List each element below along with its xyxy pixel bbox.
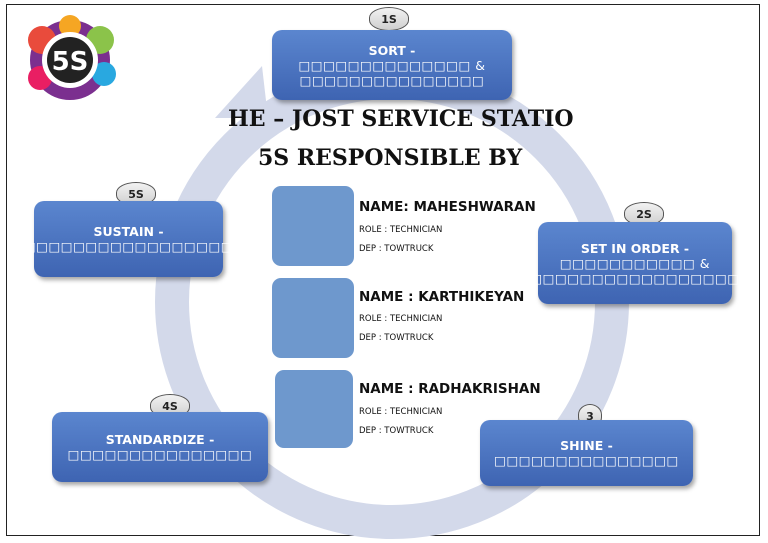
step-shine: SHINE - □□□□□□□□□□□□□□□ xyxy=(480,420,693,486)
person-name-2: NAME : KARTHIKEYAN xyxy=(359,289,525,305)
person-photo-1 xyxy=(272,186,354,266)
step-sustain: SUSTAIN - □□□□□□□□□□□□□□□□□ xyxy=(24,201,233,277)
logo-text: 5S xyxy=(52,47,89,77)
tag-1s: 1S xyxy=(369,7,409,31)
person-dep-3: DEP : TOWTRUCK xyxy=(359,426,434,436)
person-role-2: ROLE : TECHNICIAN xyxy=(359,314,443,324)
step-set-in-order-subtext-2: □□□□□□□□□□□□□□□□□ xyxy=(530,270,740,286)
step-sort: SORT - □□□□□□□□□□□□□□ & □□□□□□□□□□□□□□□ xyxy=(272,30,512,100)
step-sustain-subtext: □□□□□□□□□□□□□□□□□ xyxy=(23,239,234,254)
step-shine-subtext: □□□□□□□□□□□□□□□ xyxy=(494,453,679,468)
person-dep-2: DEP : TOWTRUCK xyxy=(359,333,434,343)
diagram-title-line-1: HE – JOST SERVICE STATIO xyxy=(228,106,574,132)
step-sustain-label: SUSTAIN - xyxy=(93,224,164,239)
step-standardize-label: STANDARDIZE - xyxy=(105,432,215,447)
step-sort-subtext-2: □□□□□□□□□□□□□□□ xyxy=(299,72,485,88)
person-role-1: ROLE : TECHNICIAN xyxy=(359,225,443,235)
person-photo-2 xyxy=(272,278,354,358)
step-set-in-order: SET IN ORDER - □□□□□□□□□□□ & □□□□□□□□□□□… xyxy=(530,222,739,304)
cycle-arrow-head xyxy=(215,66,268,118)
person-photo-3 xyxy=(275,370,353,448)
5s-logo: 5S xyxy=(28,15,116,100)
step-sort-subtext: □□□□□□□□□□□□□□ & xyxy=(298,57,486,73)
person-name-3: NAME : RADHAKRISHAN xyxy=(359,381,541,397)
step-sort-label: SORT - xyxy=(368,42,416,58)
step-shine-label: SHINE - xyxy=(560,438,613,453)
step-set-in-order-label: SET IN ORDER - xyxy=(580,240,690,256)
person-role-3: ROLE : TECHNICIAN xyxy=(359,407,443,417)
step-standardize-subtext: □□□□□□□□□□□□□□□ xyxy=(67,447,253,462)
step-set-in-order-subtext: □□□□□□□□□□□ & xyxy=(559,255,711,271)
step-standardize: STANDARDIZE - □□□□□□□□□□□□□□□ xyxy=(52,412,268,482)
diagram-title-line-2: 5S RESPONSIBLE BY xyxy=(258,145,523,171)
person-name-1: NAME: MAHESHWARAN xyxy=(359,199,536,215)
person-dep-1: DEP : TOWTRUCK xyxy=(359,244,434,254)
